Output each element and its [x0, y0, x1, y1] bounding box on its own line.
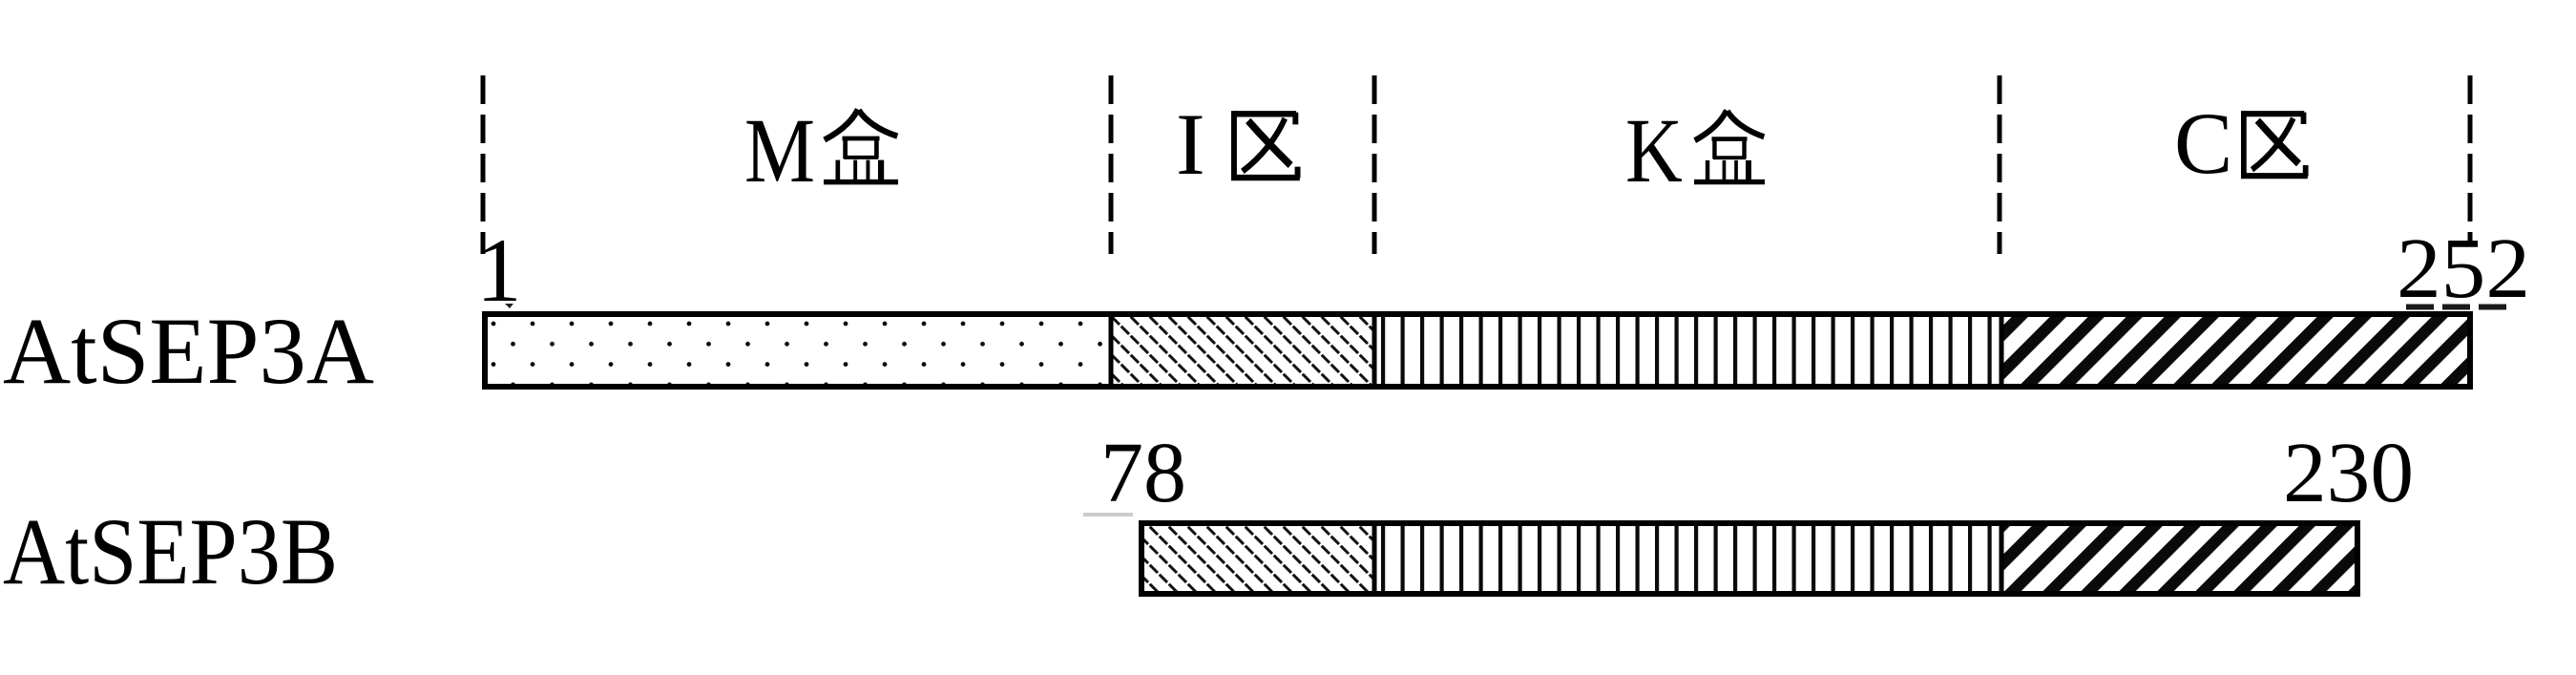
svg-text:M: M	[744, 99, 815, 201]
svg-text:78: 78	[1100, 426, 1186, 520]
svg-text:AtSEP3A: AtSEP3A	[3, 298, 374, 404]
svg-text:K: K	[1625, 99, 1683, 201]
svg-text:C: C	[2174, 95, 2232, 192]
svg-text:230: 230	[2283, 426, 2414, 520]
svg-text:1: 1	[476, 220, 522, 321]
svg-text:I: I	[1176, 95, 1205, 193]
svg-text:AtSEP3B: AtSEP3B	[3, 498, 338, 604]
svg-text:252: 252	[2397, 221, 2530, 316]
